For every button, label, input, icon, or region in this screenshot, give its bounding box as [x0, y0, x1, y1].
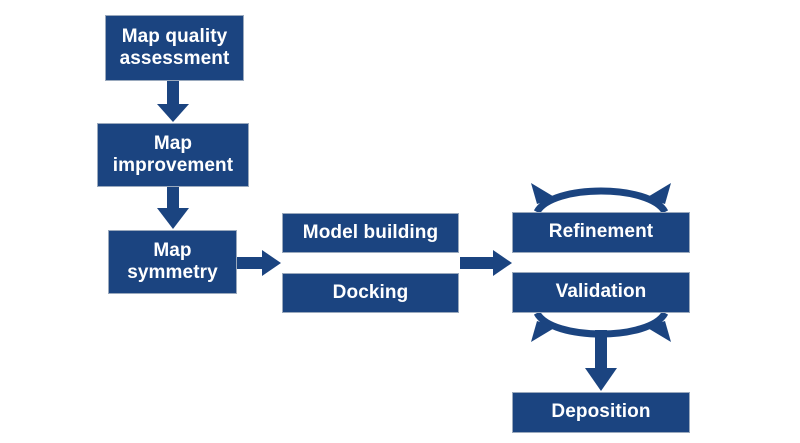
node-refinement[interactable]: Refinement [512, 212, 690, 253]
node-map-improvement[interactable]: Map improvement [97, 123, 249, 187]
arrow-validation-to-deposition [585, 330, 617, 391]
node-model-building[interactable]: Model building [282, 213, 459, 253]
node-deposition[interactable]: Deposition [512, 392, 690, 433]
arrow-improvement-to-symmetry [157, 187, 189, 229]
arrow-symmetry-to-model-docking [237, 250, 281, 276]
arrow-quality-to-improvement [157, 81, 189, 122]
node-map-symmetry[interactable]: Map symmetry [108, 230, 237, 294]
node-map-quality-assessment[interactable]: Map quality assessment [105, 15, 244, 81]
node-docking[interactable]: Docking [282, 273, 459, 313]
arrow-model-docking-to-refinement [460, 250, 512, 276]
cycle-arc-top [531, 183, 671, 215]
node-validation[interactable]: Validation [512, 272, 690, 313]
cycle-arc-bottom [531, 310, 671, 342]
